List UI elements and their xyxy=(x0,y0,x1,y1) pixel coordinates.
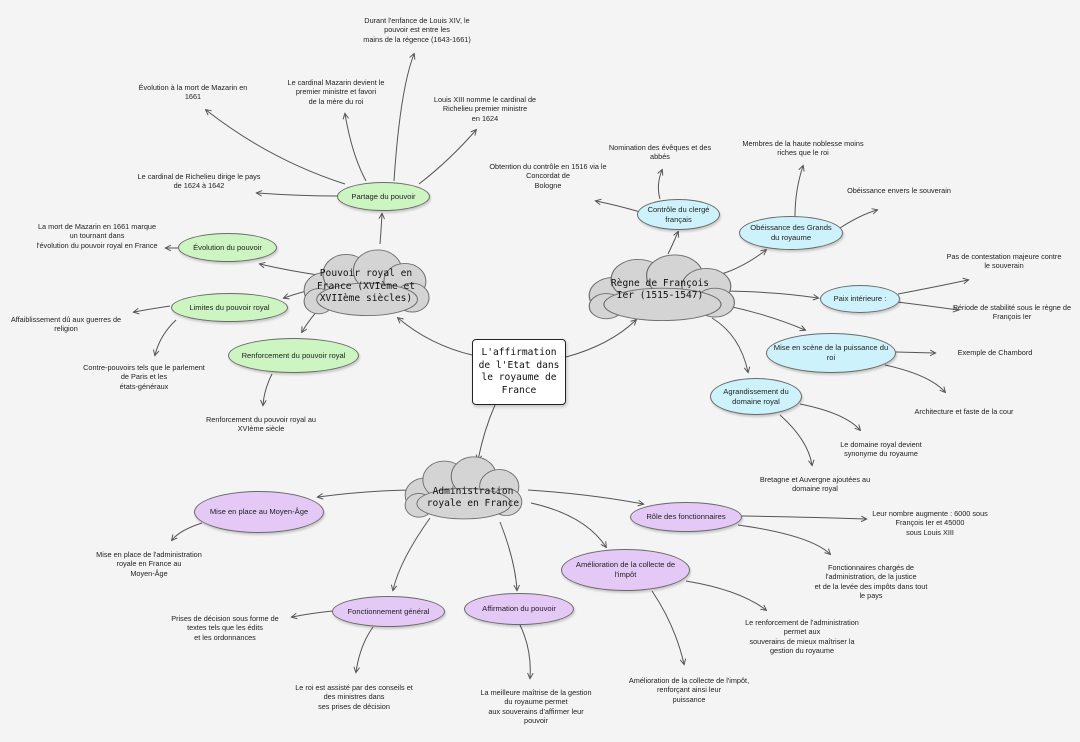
connector-arrow xyxy=(393,54,414,182)
label-bretagne-auvergne: Bretagne et Auvergne ajoutées au domaine… xyxy=(759,475,871,494)
connector-arrow xyxy=(345,114,367,182)
cloud-administration[interactable]: Administration royale en France xyxy=(426,485,520,510)
connector-arrow xyxy=(172,522,203,540)
connector-arrow xyxy=(565,320,636,358)
connector-arrow xyxy=(596,201,641,213)
connector-arrow xyxy=(658,170,662,200)
node-controle-clerge[interactable]: Contrôle du clergé français xyxy=(637,199,720,230)
connector-arrow xyxy=(380,214,382,245)
label-architecture: Architecture et faste de la cour xyxy=(914,407,1014,416)
label-louis13: Louis XIII nomme le cardinal de Richelie… xyxy=(433,95,537,123)
connector-arrow xyxy=(499,521,517,590)
connector-arrow xyxy=(737,524,830,554)
node-mise-en-place[interactable]: Mise en place au Moyen-Âge xyxy=(194,491,324,533)
label-renforcement-admin: Le renforcement de l'administration perm… xyxy=(745,618,859,656)
connector-arrow xyxy=(725,290,818,298)
connector-arrow xyxy=(799,403,860,430)
label-renforcement-16: Renforcement du pouvoir royal au XVIème … xyxy=(206,415,316,434)
connector-arrow xyxy=(418,130,476,185)
connector-arrow xyxy=(398,318,473,356)
connector-arrow xyxy=(896,301,958,310)
connector-arrow xyxy=(527,489,643,504)
node-limites-pouvoir[interactable]: Limites du pouvoir royal xyxy=(171,293,288,322)
connector-arrow xyxy=(741,515,866,519)
node-fonctionnement-general[interactable]: Fonctionnement général xyxy=(332,596,445,627)
connector-arrow xyxy=(263,373,273,405)
connector-arrow xyxy=(519,624,530,678)
label-amelioration-impot: Amélioration de la collecte de l'impôt, … xyxy=(628,676,750,704)
connector-arrow xyxy=(897,280,968,295)
label-nomination: Nomination des évêques et des abbés xyxy=(608,143,712,162)
label-periode-stabilite: Période de stabilité sous le règne de Fr… xyxy=(952,303,1072,322)
connector-arrow xyxy=(318,489,419,497)
connector-arrow xyxy=(393,517,431,590)
label-contre-pouvoirs: Contre-pouvoirs tels que le parlement de… xyxy=(83,363,205,391)
label-fonctionnaires-charges: Fonctionnaires chargés de l'administrati… xyxy=(814,563,928,601)
node-affirmation-pouvoir[interactable]: Affirmation du pouvoir xyxy=(464,593,574,625)
connector-arrow xyxy=(711,317,748,372)
node-amelioration-collecte[interactable]: Amélioration de la collecte de l'impôt xyxy=(561,549,690,591)
connector-arrow xyxy=(292,610,334,617)
node-evolution-pouvoir[interactable]: Évolution du pouvoir xyxy=(178,233,277,262)
label-affaiblissement: Affaiblissement dû aux guerres de religi… xyxy=(10,315,122,334)
node-mise-en-scene[interactable]: Mise en scène de la puissance du roi xyxy=(766,333,896,373)
cloud-regne-francois[interactable]: Règne de François Ier (1515-1547) xyxy=(610,277,710,302)
label-enfance-louis14: Durant l'enfance de Louis XIV, le pouvoi… xyxy=(363,16,471,44)
node-paix-interieure[interactable]: Paix intérieure : xyxy=(820,285,900,313)
label-roi-assiste: Le roi est assisté par des conseils et d… xyxy=(295,683,413,711)
connector-arrow xyxy=(794,166,803,217)
node-renforcement-pouvoir[interactable]: Renforcement du pouvoir royal xyxy=(228,338,359,373)
label-concordat: Obtention du contrôle en 1516 via le Con… xyxy=(489,162,607,190)
label-mort-mazarin: La mort de Mazarin en 1661 marque un tou… xyxy=(36,222,158,250)
connector-arrow xyxy=(356,626,374,672)
label-richelieu: Le cardinal de Richelieu dirige le pays … xyxy=(137,172,261,191)
cloud-pouvoir-royal[interactable]: Pouvoir royal en France (XVIème et XVIIè… xyxy=(316,268,416,305)
label-domaine-synonyme: Le domaine royal devient synonyme du roy… xyxy=(840,440,922,459)
label-evolution-mazarin: Évolution à la mort de Mazarin en 1661 xyxy=(138,83,248,102)
label-pas-contestation: Pas de contestation majeure contre le so… xyxy=(946,252,1062,271)
connector-arrow xyxy=(685,580,766,610)
connector-arrow xyxy=(260,264,319,276)
connector-arrow xyxy=(779,414,812,465)
central-topic[interactable]: L'affirmation de l'Etat dans le royaume … xyxy=(472,339,566,405)
connector-arrow xyxy=(530,502,606,547)
node-role-fonctionnaires[interactable]: Rôle des fonctionnaires xyxy=(630,502,742,532)
connector-arrow xyxy=(206,110,346,185)
label-haute-noblesse: Membres de la haute noblesse moins riche… xyxy=(742,139,864,158)
connector-arrow xyxy=(651,590,684,664)
node-partage-pouvoir[interactable]: Partage du pouvoir xyxy=(337,182,430,211)
connector-arrow xyxy=(884,364,945,392)
connector-arrow xyxy=(667,232,678,255)
node-agrandissement-domaine[interactable]: Agrandissement du domaine royal xyxy=(710,378,802,415)
connector-arrow xyxy=(839,210,877,229)
label-mise-en-place-admin: Mise en place de l'administration royale… xyxy=(96,550,202,578)
label-chambord: Exemple de Chambord xyxy=(957,348,1033,357)
connector-arrow xyxy=(478,404,496,460)
label-prises-decision: Prises de décision sous forme de textes … xyxy=(171,614,279,642)
connector-arrow xyxy=(134,305,171,312)
label-nombre-fonctionnaires: Leur nombre augmente : 6000 sous Françoi… xyxy=(872,509,988,537)
label-meilleure-maitrise: La meilleure maîtrise de la gestion du r… xyxy=(480,688,592,726)
node-obeissance-grands[interactable]: Obéissance des Grands du royaume xyxy=(739,216,843,250)
connector-arrow xyxy=(895,352,935,353)
connector-arrow xyxy=(155,319,177,355)
label-obeissance-souverain: Obéissance envers le souverain xyxy=(847,186,951,195)
label-mazarin-ministre: Le cardinal Mazarin devient le premier m… xyxy=(287,78,385,106)
connector-arrow xyxy=(727,305,805,330)
connector-arrow xyxy=(257,193,339,196)
